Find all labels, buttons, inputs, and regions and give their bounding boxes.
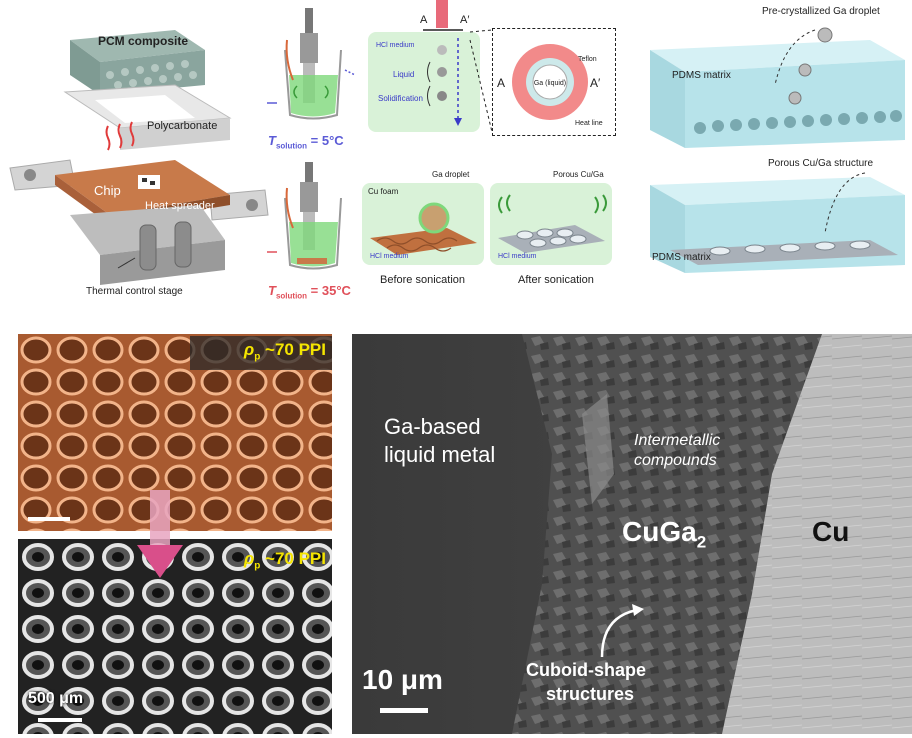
cu-label: Cu: [812, 516, 850, 547]
rho-bottom-label: ρp ~70 PPI: [243, 549, 326, 572]
cuboid-pointer-arrow-icon: [600, 604, 644, 658]
scale-10um-label: 10 μm: [362, 664, 443, 695]
hcl-after-label: HCl medium: [498, 253, 537, 260]
a-left-label: A: [420, 14, 428, 26]
solidification-illustration: [423, 0, 463, 126]
rho-top-label: ρp ~70 PPI: [243, 340, 326, 363]
after-sonication-label: After sonication: [518, 274, 594, 286]
hcl-before-label: HCl medium: [370, 253, 409, 260]
teflon-label: Teflon: [578, 56, 597, 63]
beaker-hot-illustration: [267, 162, 342, 270]
ga-droplet-label: Ga droplet: [432, 170, 470, 179]
ga-liquid-label: Ga (liquid): [533, 80, 567, 87]
solidification-label: Solidification: [378, 94, 423, 103]
beaker-cold-illustration: [267, 8, 356, 120]
device-stack-illustration: [9, 30, 269, 285]
solidification-box: [368, 32, 480, 132]
pcm-composite-label: PCM composite: [98, 34, 189, 48]
ga-based-label: Ga-based: [384, 414, 481, 439]
transition-arrow-icon: [137, 490, 183, 578]
sem-image: Ga-based liquid metal Intermetallic comp…: [352, 334, 912, 734]
before-sonication-label: Before sonication: [380, 274, 465, 286]
sem-scale-bar: [380, 708, 428, 713]
liquid-label: Liquid: [393, 70, 415, 79]
porous-cu-ga-label: Porous Cu/Ga: [553, 170, 604, 179]
pdms-bottom-illustration: [650, 172, 905, 273]
cross-a-label: A: [497, 76, 506, 90]
cuga2-label: CuGa2: [622, 516, 707, 552]
pdms-top-illustration: [650, 27, 905, 148]
rho-top-label-bg: [190, 336, 332, 370]
ga-foam-photo: ρp ~70 PPI 500 μm: [18, 539, 332, 734]
sem-texture: [352, 334, 912, 734]
porous-structure-label: Porous Cu/Ga structure: [768, 158, 874, 169]
hcl-medium-top-label: HCl medium: [376, 42, 415, 49]
polycarbonate-label: Polycarbonate: [147, 120, 218, 132]
after-sonication-illustration: [498, 194, 607, 253]
pdms-top-label: PDMS matrix: [672, 70, 731, 81]
heat-spreader-label: Heat spreader: [145, 200, 215, 212]
scale-500um-label: 500 μm: [28, 690, 84, 707]
thermal-stage-label: Thermal control stage: [86, 286, 183, 297]
a-right-label: A′: [460, 14, 470, 26]
liquid-metal-label: liquid metal: [384, 442, 496, 467]
bottom-scale-bar: [38, 718, 82, 722]
intermetallic-label: Intermetallic: [634, 432, 721, 449]
chip-label: Chip: [94, 183, 121, 198]
cu-foam-photo: ρp ~70 PPI: [18, 334, 332, 531]
ga-foam-texture: [18, 539, 332, 734]
cross-section-illustration: [469, 29, 588, 133]
before-sonication-illustration: [370, 202, 477, 255]
temperature-cold-label: Tsolution = 5°C: [268, 133, 344, 151]
pdms-bottom-label: PDMS matrix: [652, 252, 711, 263]
after-sonication-box: [490, 183, 612, 265]
cu-foam-label: Cu foam: [368, 187, 399, 196]
schematic-panel: PCM composite Polycarbonate Chip Heat sp…: [0, 0, 912, 301]
structures-label: structures: [546, 684, 635, 704]
compounds-label: compounds: [634, 452, 717, 469]
cuboid-shape-label: Cuboid-shape: [526, 660, 646, 680]
heat-line-label: Heat line: [575, 120, 603, 127]
pre-crystallized-label: Pre-crystallized Ga droplet: [762, 6, 880, 17]
top-scale-bar: [28, 517, 70, 521]
temperature-hot-label: Tsolution = 35°C: [268, 283, 351, 301]
cross-a2-label: A′: [590, 76, 601, 90]
cross-section-box: [492, 28, 616, 136]
